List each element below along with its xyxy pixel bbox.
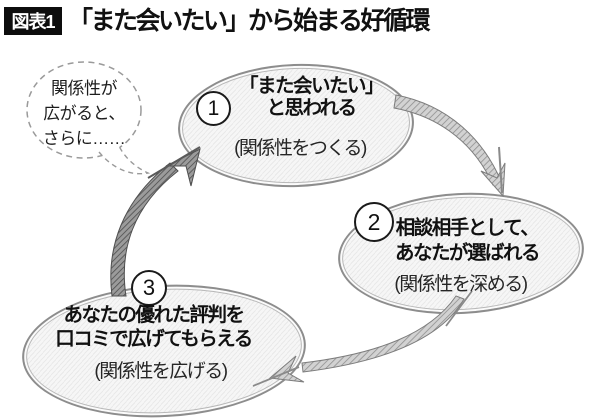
cycle-node-2-label-line2: あなたが選ばれる <box>394 241 541 264</box>
cycle-node-3-label-line1: あなたの優れた評判を <box>63 304 245 326</box>
cycle-node-1-label-line1: 「また会いたい」 <box>238 75 385 97</box>
cycle-node-2-number: 2 <box>354 202 394 242</box>
cycle-node-2-label-line1: 相談相手として、 <box>395 217 540 239</box>
cycle-node-2-sublabel: (関係性を深める) <box>394 274 528 295</box>
cycle-node-1-label: 「また会いたい」 と思われる <box>222 75 400 119</box>
cycle-node-3-number: 3 <box>131 270 167 306</box>
arrow-2-to-3-icon <box>252 290 473 387</box>
cycle-node-3-label: あなたの優れた評判を 口コミで広げてもらえる <box>36 304 271 351</box>
cycle-node-3-label-line2: 口コミで広げてもらえる <box>55 327 253 350</box>
cycle-node-3-sublabel: (関係性を広げる) <box>94 361 228 382</box>
figure-title: 「また会いたい」から始まる好循環 <box>68 7 431 35</box>
speech-bubble-line: さらに…… <box>42 129 126 148</box>
speech-bubble-line: 広がると、 <box>43 104 125 123</box>
cycle-node-1-label-line2: と思われる <box>266 96 357 119</box>
speech-bubble: 関係性が 広がると、 さらに…… <box>28 76 140 151</box>
cycle-node-2-label: 相談相手として、 あなたが選ばれる <box>378 216 556 265</box>
speech-bubble-outline <box>26 61 142 159</box>
cycle-node-1-sublabel: (関係性をつくる) <box>234 138 367 159</box>
figure-badge: 図表1 <box>4 7 62 35</box>
arrow-1-to-2-icon <box>393 94 506 198</box>
arrow-3-to-1-icon <box>110 146 201 297</box>
cycle-node-1-number: 1 <box>196 91 231 126</box>
speech-bubble-tail <box>98 145 151 175</box>
speech-bubble-line: 関係性が <box>51 79 118 98</box>
